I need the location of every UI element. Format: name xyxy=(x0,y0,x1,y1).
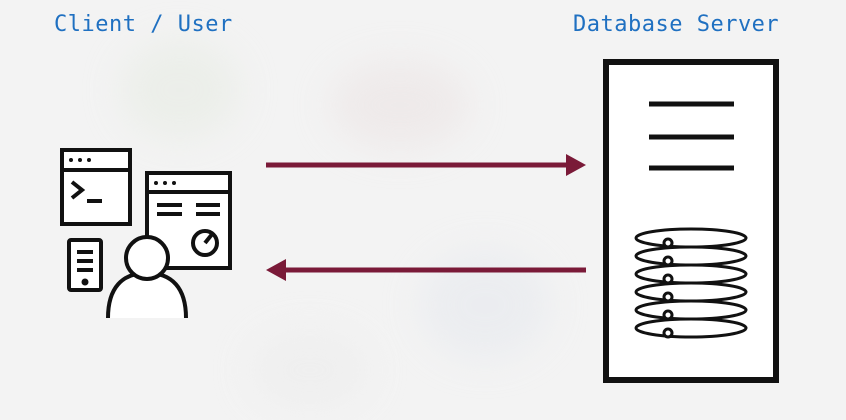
mobile-device-icon xyxy=(67,238,103,292)
background-blur xyxy=(250,330,370,410)
background-blur xyxy=(120,40,240,140)
database-server-label: Database Server xyxy=(573,12,780,37)
response-arrow xyxy=(266,259,586,281)
request-arrow xyxy=(266,154,586,176)
user-silhouette-icon xyxy=(106,235,188,319)
background-blur xyxy=(330,60,470,150)
server-icon xyxy=(603,59,779,383)
dashboard-window-icon xyxy=(145,171,232,270)
client-user-label: Client / User xyxy=(54,12,233,37)
database-coil-icon xyxy=(634,227,748,339)
terminal-window-icon xyxy=(60,148,132,226)
